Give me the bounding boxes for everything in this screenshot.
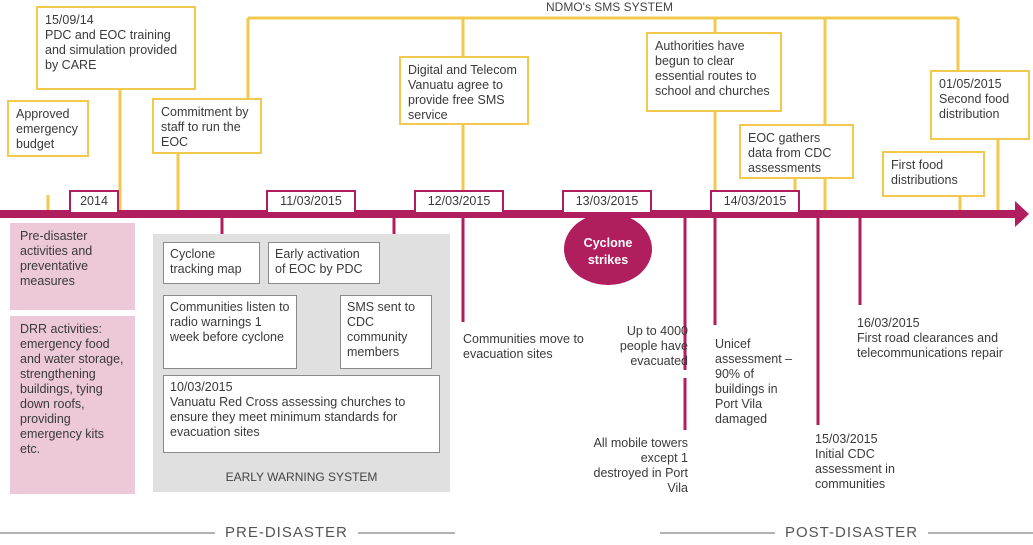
first-food-box: First food distributions [882, 151, 985, 197]
date-11-03-2015: 11/03/2015 [266, 190, 356, 214]
approved-budget-box: Approved emergency budget [7, 100, 89, 157]
drr-activities-box: DRR activities: emergency food and water… [10, 316, 135, 494]
cyclone-strikes-label: Cyclone strikes [583, 236, 633, 267]
pdc-training-box: 15/09/14 PDC and EOC training and simula… [36, 6, 196, 90]
early-warning-label: EARLY WARNING SYSTEM [225, 470, 378, 484]
cyclone-map-box: Cyclone tracking map [163, 242, 260, 284]
date-2014: 2014 [69, 190, 119, 214]
towers-text: All mobile towers except 1 destroyed in … [593, 436, 689, 495]
cyclone-strikes-circle [564, 213, 652, 285]
radio-warnings-box: Communities listen to radio warnings 1 w… [163, 295, 297, 369]
date-13-03-2015: 13/03/2015 [562, 190, 652, 214]
evacuated-text: Up to 4000 people have evacuated [619, 324, 688, 368]
digital-telecom-box: Digital and Telecom Vanuatu agree to pro… [399, 56, 529, 125]
road-clearances-text: 16/03/2015 First road clearances and tel… [857, 316, 1003, 360]
red-cross-box: 10/03/2015 Vanuatu Red Cross assessing c… [163, 375, 440, 453]
sms-system-label: NDMO's SMS SYSTEM [540, 0, 679, 14]
pre-disaster-activities-box: Pre-disaster activities and preventative… [10, 223, 135, 310]
pre-disaster-label: PRE-DISASTER [215, 524, 358, 541]
sms-system-frame [46, 16, 1000, 210]
date-14-03-2015: 14/03/2015 [710, 190, 800, 214]
unicef-text: Unicef assessment – 90% of buildings in … [715, 337, 793, 426]
second-food-box: 01/05/2015 Second food distribution [930, 70, 1030, 140]
commitment-box: Commitment by staff to run the EOC [152, 98, 262, 154]
date-12-03-2015: 12/03/2015 [414, 190, 504, 214]
eoc-gathers-box: EOC gathers data from CDC assessments [739, 124, 854, 179]
timeline-arrowhead [1015, 201, 1029, 227]
evacuation-text: Communities move to evacuation sites [463, 332, 584, 361]
sms-sent-box: SMS sent to CDC community members [340, 295, 432, 369]
cdc-assessment-text: 15/03/2015 Initial CDC assessment in com… [815, 432, 895, 491]
post-disaster-label: POST-DISASTER [775, 524, 929, 541]
authorities-box: Authorities have begun to clear essentia… [646, 32, 782, 112]
early-activation-box: Early activation of EOC by PDC [268, 242, 380, 284]
timeline-connectors [220, 214, 862, 430]
